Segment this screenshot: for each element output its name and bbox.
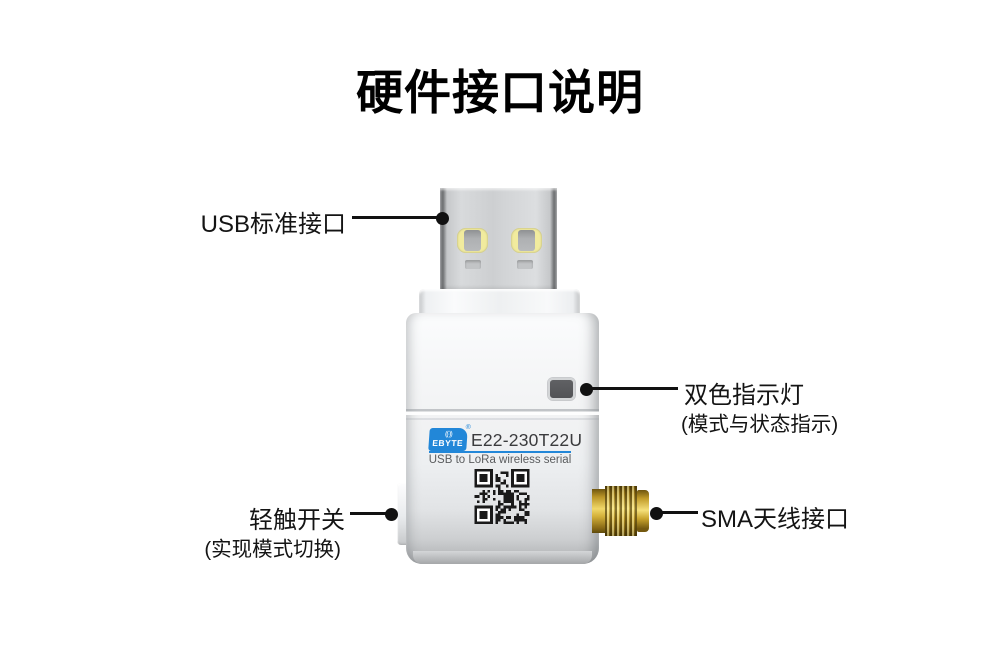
usb-contact-window bbox=[464, 230, 481, 251]
callout-usb-line bbox=[352, 216, 438, 219]
body-bottom-cap bbox=[413, 551, 592, 564]
callout-switch-sublabel: (实现模式切换) bbox=[204, 538, 341, 561]
brand-name: EBYTE bbox=[431, 438, 464, 448]
indicator-led bbox=[548, 378, 575, 400]
usb-shell-notch bbox=[517, 260, 533, 269]
callout-switch-label: 轻触开关 bbox=[249, 507, 345, 534]
callout-switch-dot bbox=[385, 508, 398, 521]
body-groove bbox=[406, 418, 599, 420]
usb-shell-notch bbox=[465, 260, 481, 269]
callout-sma-line bbox=[662, 511, 698, 514]
page-title: 硬件接口说明 bbox=[356, 66, 644, 119]
body-groove bbox=[406, 409, 599, 415]
usb-contact-window bbox=[518, 230, 535, 251]
qr-code bbox=[473, 469, 531, 524]
callout-led-sublabel: (模式与状态指示) bbox=[681, 413, 839, 436]
callout-led-dot bbox=[580, 383, 593, 396]
callout-sma-label: SMA天线接口 bbox=[701, 506, 850, 533]
model-underline bbox=[429, 451, 571, 453]
callout-led-label: 双色指示灯 bbox=[684, 382, 804, 409]
callout-usb-label: USB标准接口 bbox=[200, 211, 346, 238]
usb-contact-hole bbox=[457, 228, 488, 253]
callout-sma-dot bbox=[650, 507, 663, 520]
usb-connector bbox=[440, 188, 557, 289]
callout-switch-line bbox=[350, 512, 388, 515]
usb-contact-hole bbox=[511, 228, 542, 253]
device-collar bbox=[419, 289, 580, 314]
sma-connector-tip bbox=[637, 490, 649, 532]
sma-connector-base bbox=[592, 489, 605, 533]
callout-usb-dot bbox=[436, 212, 449, 225]
device-subtitle: USB to LoRa wireless serial bbox=[428, 454, 572, 466]
model-number: E22-230T22U bbox=[471, 430, 583, 450]
brand-logo: ((·)) EBYTE ® bbox=[428, 424, 471, 451]
callout-led-line bbox=[592, 387, 678, 390]
sma-connector-thread bbox=[605, 486, 637, 536]
